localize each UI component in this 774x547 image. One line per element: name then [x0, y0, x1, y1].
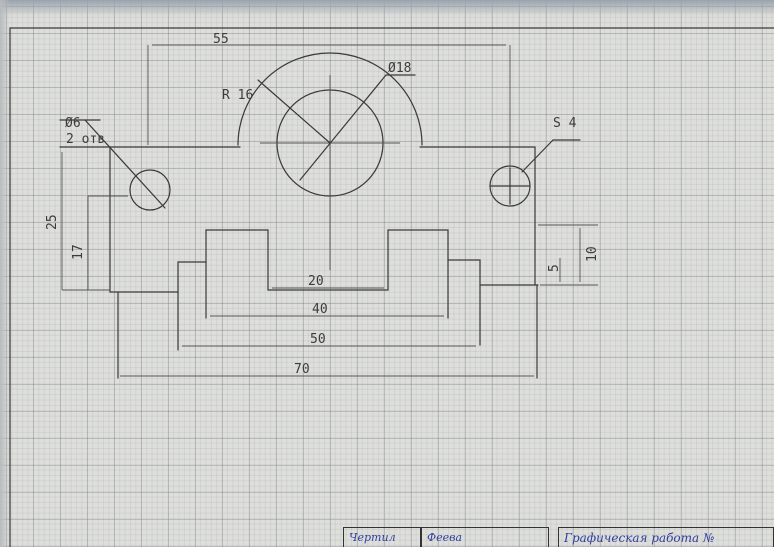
part-outline	[59, 52, 539, 379]
title-work-name: Графическая работа №	[564, 531, 715, 545]
dim-label-s4: S 4	[553, 116, 577, 131]
dim-label-10: 10	[585, 246, 600, 262]
dim-label-50: 50	[310, 332, 326, 347]
dim-label-5: 5	[547, 264, 562, 272]
dim-label-40: 40	[312, 302, 328, 317]
dim-label-17: 17	[71, 244, 86, 260]
dim-label-20: 20	[308, 274, 324, 289]
dim-label-d18: Ø18	[388, 61, 411, 76]
title-cell-work: Графическая работа №	[558, 527, 774, 547]
center-hole	[257, 74, 416, 270]
dimension-lines	[61, 44, 598, 377]
title-drew-label: Чертил	[349, 531, 396, 544]
title-cell-author: Феева	[421, 527, 549, 547]
drawing-frame	[9, 27, 774, 547]
dim-label-d6: Ø6	[65, 116, 81, 131]
left-hole	[59, 119, 171, 211]
title-author: Феева	[427, 531, 463, 544]
dim-label-25: 25	[45, 214, 60, 230]
dim-label-55: 55	[213, 32, 229, 47]
dim-label-two-holes: 2 отв	[66, 132, 105, 147]
dim-label-r16: R 16	[222, 88, 253, 103]
title-cell-drew: Чертил	[343, 527, 421, 547]
page-left-edge	[0, 0, 10, 547]
dim-label-70: 70	[294, 362, 310, 377]
page-edge-shadow	[0, 0, 774, 16]
